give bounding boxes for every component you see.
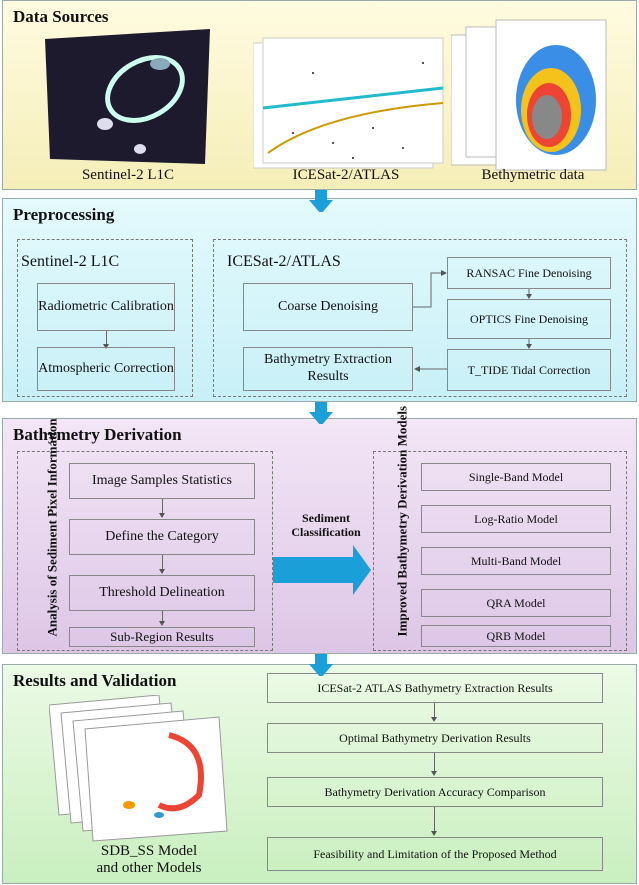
models-group <box>373 451 627 651</box>
result-step-box: Feasibility and Limitation of the Propos… <box>267 837 603 871</box>
section-title: Data Sources <box>13 7 109 26</box>
sediment-analysis-group <box>17 451 273 651</box>
t-tide-box: T_TIDE Tidal Correction <box>447 349 611 391</box>
big-right-arrow-icon <box>273 545 371 595</box>
section-arrow-icon <box>309 402 333 424</box>
section-title: Results and Validation <box>13 671 177 690</box>
bathymetric-image <box>451 19 607 171</box>
icesat-caption: ICESat-2/ATLAS <box>292 167 400 183</box>
data-sources-section: Data Sources Sentinel-2 L1C ICESat-2/ATL… <box>2 0 637 190</box>
bathymetry-extraction-results-box: Bathymetry Extraction Results <box>243 347 413 391</box>
preprocessing-section: Preprocessing Sentinel-2 L1C Radiometric… <box>2 198 637 402</box>
section-arrow-icon <box>309 190 333 212</box>
section-title: Preprocessing <box>13 205 115 224</box>
sentinel-caption: Sentinel-2 L1C <box>81 167 175 183</box>
result-step-box: Bathymetry Derivation Accuracy Compariso… <box>267 777 603 807</box>
arrow-down-icon <box>159 499 165 518</box>
results-maps-image <box>49 695 228 842</box>
section-arrow-icon <box>309 654 333 676</box>
arrow-down-icon <box>431 807 437 836</box>
models-group-label: Improved Bathymetry Derivation Models <box>394 405 410 637</box>
coarse-denoising-box: Coarse Denoising <box>243 283 413 331</box>
results-validation-section: Results and Validation SDB_SS Model and … <box>2 664 637 884</box>
result-step-box: Optimal Bathymetry Derivation Results <box>267 723 603 753</box>
step-box: Image Samples Statistics <box>69 463 255 499</box>
arrow-down-icon <box>159 611 165 626</box>
sediment-analysis-label: Analysis of Sediment Pixel Information <box>44 418 60 637</box>
step-box: Threshold Delineation <box>69 575 255 611</box>
atmospheric-correction-box: Atmospheric Correction <box>37 347 175 391</box>
bathymetry-derivation-section: Bathymetry Derivation Analysis of Sedime… <box>2 405 637 654</box>
sentinel-group-label: Sentinel-2 L1C <box>21 253 120 270</box>
model-box: QRA Model <box>421 589 611 617</box>
model-box: Log-Ratio Model <box>421 505 611 533</box>
bathymetric-caption: Bethymetric data <box>481 167 585 183</box>
ransac-box: RANSAC Fine Denoising <box>447 257 611 289</box>
icesat-image <box>253 37 444 169</box>
arrow-down-icon <box>431 753 437 776</box>
model-box: Multi-Band Model <box>421 547 611 575</box>
radiometric-calibration-box: Radiometric Calibration <box>37 283 175 331</box>
sentinel-image <box>45 29 210 164</box>
sentinel-group <box>17 239 193 397</box>
step-box: Define the Category <box>69 519 255 555</box>
result-step-box: ICESat-2 ATLAS Bathymetry Extraction Res… <box>267 673 603 703</box>
model-box: Single-Band Model <box>421 463 611 491</box>
arrow-down-icon <box>159 555 165 574</box>
connector-arrows <box>413 270 532 372</box>
model-box: QRB Model <box>421 625 611 647</box>
sediment-classification-label: Sediment Classification <box>291 511 361 540</box>
step-box: Sub-Region Results <box>69 627 255 647</box>
arrow-down-icon <box>431 703 437 722</box>
icesat-group <box>213 239 627 397</box>
optics-box: OPTICS Fine Denoising <box>447 299 611 339</box>
icesat-group-label: ICESat-2/ATLAS <box>227 253 341 270</box>
results-caption: SDB_SS Model and other Models <box>96 843 202 877</box>
arrow-down-icon <box>103 331 109 349</box>
section-title: Bathymetry Derivation <box>13 425 182 444</box>
